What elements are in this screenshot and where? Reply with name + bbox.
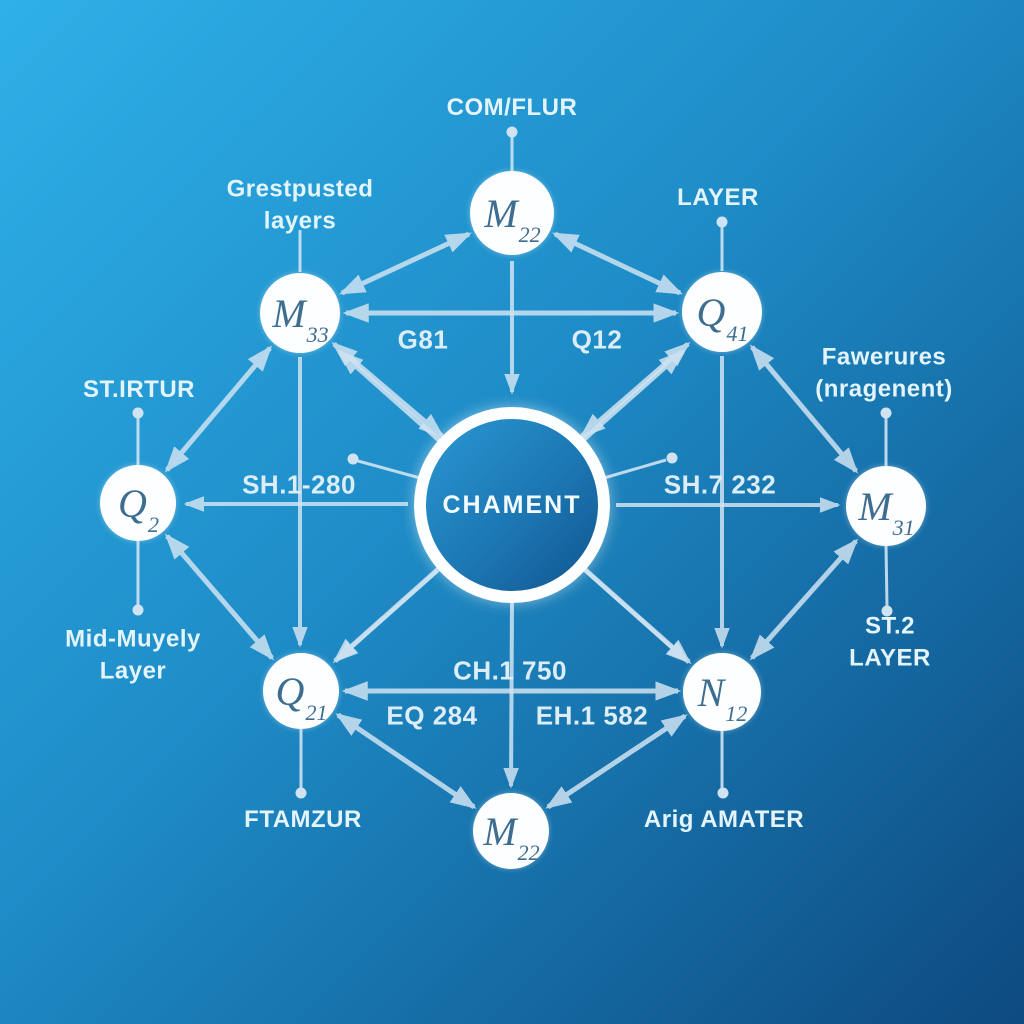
node-top-m22: M22 bbox=[470, 171, 554, 255]
edge-center-to-lowerleft bbox=[336, 569, 439, 661]
node-lowerleft-label: Q21 bbox=[275, 668, 328, 725]
dot-upperright bbox=[716, 216, 728, 228]
dot-right-up bbox=[880, 407, 892, 419]
stub-center-right bbox=[603, 458, 667, 480]
edge-label-ch1-750: CH.1 750 bbox=[453, 655, 567, 686]
dot-left-up bbox=[132, 407, 144, 419]
edge-label-eq-284: EQ 284 bbox=[386, 700, 478, 731]
caption-arig-amater: Arig AMATER bbox=[643, 805, 805, 833]
node-bottom-m22: M22 bbox=[473, 793, 549, 869]
stub-center-left bbox=[357, 459, 421, 480]
node-lowerright-n12: N12 bbox=[683, 653, 761, 731]
edge-label-g81: G81 bbox=[397, 324, 449, 355]
caption-fawerures: Fawerures (nragenent) bbox=[815, 343, 953, 403]
stub-right-down bbox=[884, 544, 889, 608]
node-right-m31: M31 bbox=[846, 466, 926, 546]
center-node-label: CHAMENT bbox=[442, 490, 582, 519]
edge-right-upperright bbox=[749, 344, 859, 474]
edge-label-eh1-582: EH.1 582 bbox=[535, 700, 649, 731]
node-upperleft-label: M33 bbox=[272, 290, 329, 347]
node-left-label: Q2 bbox=[118, 480, 159, 537]
edge-center-to-bottom bbox=[503, 601, 519, 789]
edge-left-upperleft bbox=[164, 345, 273, 473]
node-left-q2: Q2 bbox=[100, 465, 176, 541]
caption-grestpusted-layers: Grestpusted layers bbox=[226, 175, 374, 235]
node-upperleft-m33: M33 bbox=[260, 273, 340, 353]
dot-center-right bbox=[666, 452, 678, 464]
node-right-label: M31 bbox=[858, 483, 915, 540]
caption-st2-layer: ST.2 LAYER bbox=[849, 612, 931, 672]
caption-layer: LAYER bbox=[677, 183, 759, 211]
edge-lowerright-bottom bbox=[545, 713, 688, 810]
stub-dots bbox=[132, 126, 893, 799]
edge-label-sh1-280: SH.1-280 bbox=[242, 469, 356, 500]
node-lowerleft-q21: Q21 bbox=[263, 653, 339, 729]
edge-right-lowerright bbox=[749, 538, 859, 661]
edge-label-q12: Q12 bbox=[571, 324, 623, 355]
node-top-label: M22 bbox=[484, 190, 541, 247]
edge-left-lowerleft bbox=[164, 533, 275, 661]
caption-st-irtur: ST.IRTUR bbox=[83, 375, 195, 403]
node-lowerright-label: N12 bbox=[697, 669, 748, 726]
edge-lowerleft-bottom bbox=[335, 712, 477, 810]
edge-center-to-lowerright bbox=[584, 569, 688, 662]
dot-center-left bbox=[347, 453, 359, 465]
dot-right-down bbox=[881, 605, 893, 617]
node-upperright-q41: Q41 bbox=[682, 272, 762, 352]
dot-lowerleft bbox=[295, 787, 307, 799]
center-node-chament: CHAMENT bbox=[414, 407, 610, 603]
edge-top-upperright bbox=[552, 231, 683, 296]
caption-com-flur: COM/FLUR bbox=[446, 93, 578, 121]
edge-label-sh7-232: SH.7 232 bbox=[663, 469, 777, 500]
node-upperright-label: Q41 bbox=[696, 289, 749, 346]
dot-lowerright bbox=[717, 787, 729, 799]
node-bottom-label: M22 bbox=[483, 808, 540, 865]
dot-top bbox=[506, 126, 518, 138]
caption-mid-muyely-layer: Mid-Muyely Layer bbox=[65, 625, 201, 685]
edge-top-upperleft bbox=[339, 231, 472, 296]
dot-left-down bbox=[132, 604, 144, 616]
caption-ftamzur: FTAMZUR bbox=[244, 805, 362, 833]
